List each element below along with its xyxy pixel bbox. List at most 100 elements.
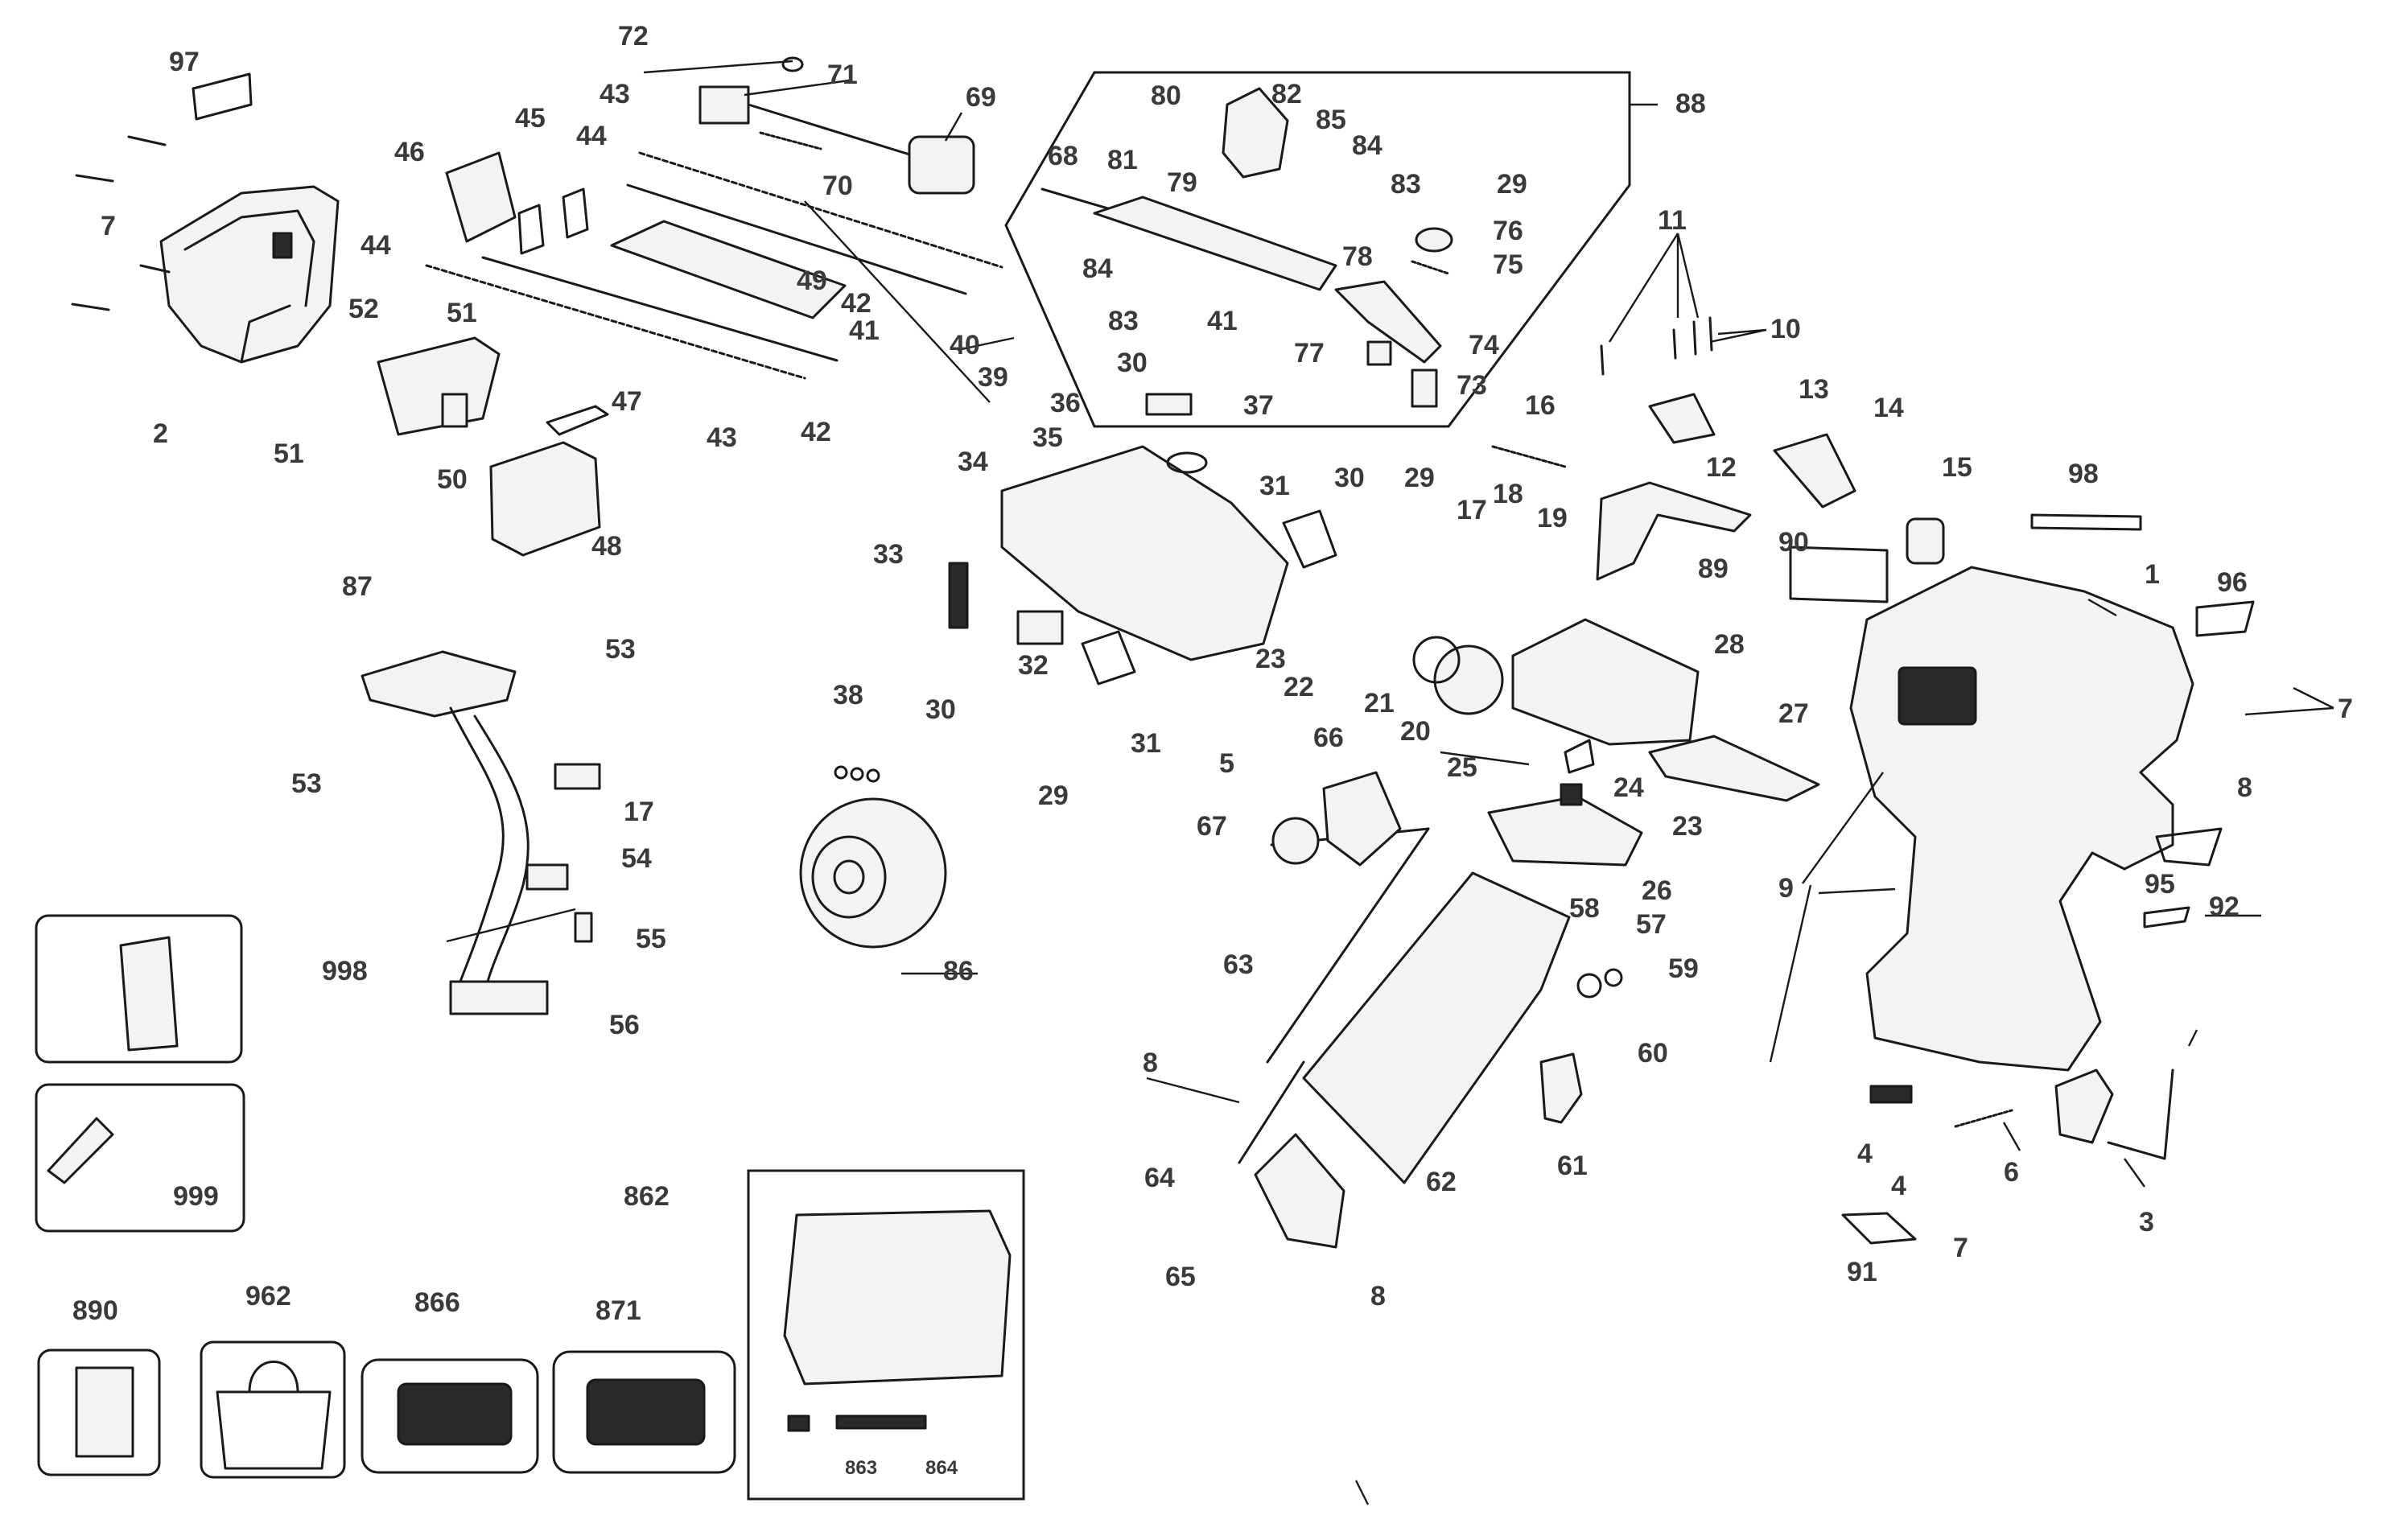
callout-51-upper: 51 [447,298,477,328]
callout-66: 66 [1313,723,1344,753]
callout-18: 18 [1493,479,1523,509]
callout-53-upper: 53 [605,634,636,665]
callout-15: 15 [1942,452,1972,483]
callout-84-upper: 84 [1352,130,1382,161]
callout-4-upper: 4 [1857,1139,1873,1169]
part-80-cam [1222,87,1289,179]
part-96-label [2195,600,2255,637]
kit-890-box [37,1349,161,1476]
part-72-nut [781,56,804,72]
callout-30-mid: 30 [1334,463,1365,493]
part-91-label [1841,1212,1917,1245]
part-76-cap [1415,227,1453,253]
callout-81: 81 [1107,145,1138,175]
callout-82: 82 [1271,79,1302,109]
callout-27: 27 [1778,698,1809,729]
part-62-magazine [1302,871,1571,1184]
part-34-frame-plate [1000,445,1289,661]
part-64-strip [1238,1060,1305,1164]
part-20-gear [1433,644,1504,715]
callout-89: 89 [1698,554,1729,584]
callout-58: 58 [1569,893,1600,924]
kit-866-box [361,1358,539,1474]
kit-871-box [552,1350,736,1474]
part-25-plate [1564,739,1595,774]
part-32-block [1016,610,1064,645]
callout-862: 862 [624,1181,670,1212]
callout-84-lower: 84 [1082,253,1113,284]
callout-11: 11 [1658,205,1687,236]
callout-5: 5 [1219,748,1234,779]
part-24-block [1560,783,1583,806]
part-81-link-bar [1093,196,1337,291]
callout-80: 80 [1151,80,1181,111]
callout-864: 864 [925,1457,958,1479]
part-15-bushing [1906,517,1945,565]
part-68-pin [1040,187,1112,211]
part-43-spring-lower [425,264,806,380]
callout-999: 999 [173,1181,219,1212]
callout-2: 2 [153,418,168,449]
part-35-ring [1166,451,1208,474]
part-36-latch [1145,393,1193,416]
part-47-plate [546,405,609,436]
part-86-motor [799,797,947,949]
callout-10: 10 [1770,314,1801,344]
kit-962-bag [216,1390,332,1470]
callout-70: 70 [822,171,853,201]
callout-98: 98 [2068,459,2099,489]
part-1-main-housing [1849,566,2194,1072]
callout-35: 35 [1032,422,1063,453]
callout-962: 962 [245,1281,291,1311]
callout-7-side: 7 [2338,694,2353,724]
part-38-terminals [834,765,880,783]
kit-871-charger [586,1378,706,1446]
callout-1: 1 [2145,559,2160,590]
kit-999-bottle [47,1117,114,1184]
callout-9: 9 [1778,873,1794,904]
callout-59: 59 [1668,953,1699,984]
part-43-spring-upper [638,151,1003,269]
callout-41-left: 41 [849,315,880,346]
callout-76: 76 [1493,216,1523,246]
kit-962-bag-handle [248,1361,299,1394]
callout-20: 20 [1400,716,1431,747]
callout-77: 77 [1294,338,1325,369]
part-63-strip-long [1266,827,1430,1064]
callout-47: 47 [612,386,642,417]
callout-86: 86 [943,956,974,986]
part-77-bushing [1366,340,1392,366]
callout-39: 39 [978,362,1008,393]
callout-labels: 97 7 2 46 45 43 44 44 72 71 69 70 49 42 … [72,21,2353,1479]
callout-871: 871 [595,1295,641,1326]
part-97-label [192,72,253,121]
callout-43-lower: 43 [707,422,737,453]
part-69-71-actuator [698,85,975,195]
part-58-washer [1576,973,1602,999]
part-49-rail [610,220,847,319]
part-33-rack [948,562,969,629]
part-75-spring [1411,260,1450,275]
leader-lines [446,60,2334,1505]
callout-73: 73 [1457,370,1487,401]
part-1-window [1898,666,1977,726]
callout-890: 890 [72,1295,118,1326]
callout-42-lower: 42 [801,417,831,447]
callout-24: 24 [1613,772,1644,803]
callout-85: 85 [1316,105,1346,135]
callout-7-rear: 7 [101,211,116,241]
callout-55: 55 [636,924,666,954]
callout-32: 32 [1018,650,1049,681]
callout-53-lower: 53 [291,768,322,799]
callout-31-top: 31 [1259,471,1290,501]
callout-30-top: 30 [1117,348,1148,378]
callout-62: 62 [1426,1167,1457,1197]
callout-998: 998 [322,956,368,986]
callout-33: 33 [873,539,904,570]
callout-17-low: 17 [624,797,654,827]
part-10-11-screws [1600,316,1713,376]
callout-12: 12 [1706,452,1737,483]
callout-78: 78 [1342,241,1373,272]
callout-56: 56 [609,1010,640,1040]
callout-45: 45 [515,103,546,134]
